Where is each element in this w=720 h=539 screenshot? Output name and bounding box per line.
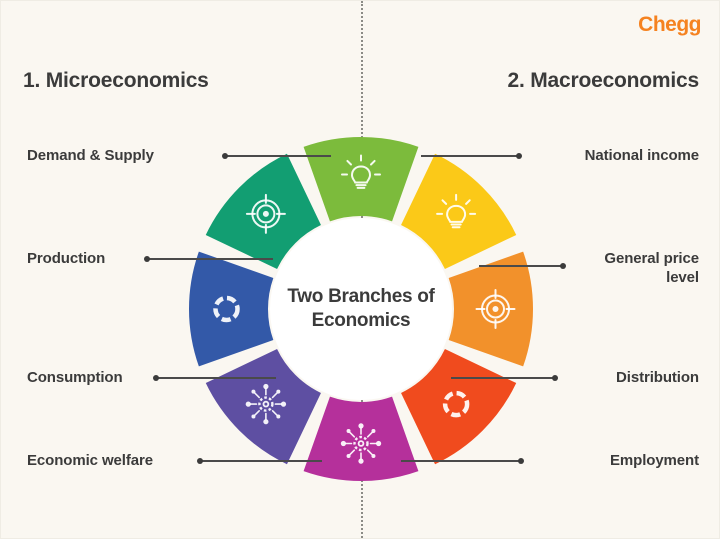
label-general-price-level[interactable]: General price level [604,250,699,286]
leader-line-production [147,258,273,260]
leader-line-consumption [156,377,276,379]
label-demand-supply[interactable]: Demand & Supply [27,147,154,164]
wheel-svg [188,136,533,481]
leader-line-employment [401,460,521,462]
leader-dot-economic-welfare [197,458,203,464]
economics-wheel [181,129,541,489]
network-gear-icon [245,383,287,425]
leader-dot-distribution [552,375,558,381]
chegg-logo: Chegg [638,13,701,36]
label-consumption[interactable]: Consumption [27,369,123,386]
target-icon [475,289,516,329]
heading-microeconomics: 1. Microeconomics [23,69,209,92]
wheel-segment-production[interactable] [205,153,321,269]
lightbulb-icon [436,193,477,229]
leader-line-demand-supply [225,155,331,157]
segment-shape-employment [303,396,419,481]
segment-shape-production [205,153,321,269]
leader-dot-national-income [516,153,522,159]
leader-line-national-income [421,155,519,157]
leader-dot-production [144,256,150,262]
segment-shape-consumption [188,251,274,367]
leader-dot-employment [518,458,524,464]
wheel-hub [270,218,452,400]
leader-line-economic-welfare [200,460,322,462]
wheel-segment-demand-supply[interactable] [303,136,419,222]
wheel-segment-national-income[interactable] [401,153,517,269]
lightbulb-icon [341,154,381,189]
segment-shape-general-price-level [448,251,533,367]
leader-dot-demand-supply [222,153,228,159]
wheel-segment-consumption[interactable] [188,251,274,367]
leader-dot-consumption [153,375,159,381]
label-distribution[interactable]: Distribution [616,369,699,386]
leader-line-general-price-level [479,265,563,267]
target-icon [245,193,286,234]
segment-shape-national-income [401,153,517,269]
label-employment[interactable]: Employment [609,452,699,469]
network-gear-icon [340,423,382,464]
dashed-circle-icon [213,295,240,323]
label-production[interactable]: Production [27,250,106,267]
heading-macroeconomics: 2. Macroeconomics [507,69,699,92]
wheel-segment-employment[interactable] [303,396,419,481]
label-national-income[interactable]: National income [584,147,699,164]
segment-shape-demand-supply [303,136,419,222]
leader-line-distribution [451,377,555,379]
leader-dot-general-price-level [560,263,566,269]
wheel-segment-general-price-level[interactable] [448,251,533,367]
label-economic-welfare[interactable]: Economic welfare [27,452,153,469]
dashed-circle-icon [442,390,470,418]
